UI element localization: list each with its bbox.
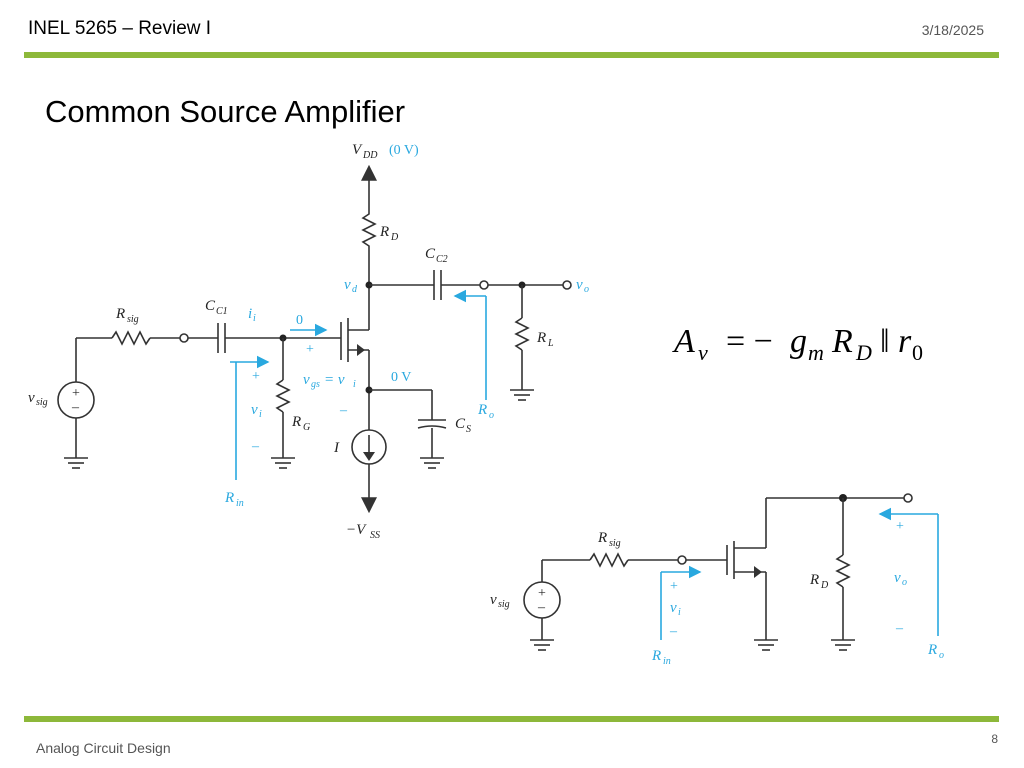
- vo2-label: v: [894, 570, 901, 586]
- eq-r0: r: [898, 323, 912, 360]
- current-source-label: I: [333, 440, 340, 456]
- rl-sub: L: [547, 338, 554, 349]
- vgs-label: v: [303, 372, 310, 388]
- cs-label: C: [455, 416, 466, 432]
- vss-label: −V: [346, 522, 367, 538]
- eq-a: A: [672, 323, 695, 360]
- cc2-sub: C2: [436, 254, 448, 265]
- rsig2-label: R: [597, 530, 607, 546]
- vsig2-plus: +: [538, 586, 546, 601]
- vo2-minus: –: [895, 621, 904, 636]
- eq-a-sub: v: [698, 340, 708, 365]
- vd-sub: d: [352, 284, 358, 295]
- vsig2-minus: –: [537, 600, 546, 615]
- cc1-sub: C1: [216, 306, 228, 317]
- eq-equals: = −: [726, 323, 773, 360]
- vo2-sub: o: [902, 577, 907, 588]
- rsig-sub: sig: [127, 314, 139, 325]
- vi-label: v: [251, 402, 258, 418]
- vd-label: v: [344, 277, 351, 293]
- ro-label: R: [477, 402, 487, 418]
- header-date: 3/18/2025: [921, 22, 984, 38]
- cc1-label: C: [205, 298, 216, 314]
- eq-r: R: [831, 323, 853, 360]
- ii-sub: i: [253, 313, 256, 324]
- rd2-label: R: [809, 572, 819, 588]
- ro-sub: o: [489, 410, 494, 421]
- zero-current: 0: [296, 313, 303, 328]
- bottom-divider: [24, 716, 999, 722]
- ro2-label: R: [927, 642, 937, 658]
- vi-sub: i: [259, 409, 262, 420]
- gate-plus: +: [306, 342, 314, 357]
- vi-plus: +: [252, 369, 260, 384]
- ro2-sub: o: [939, 650, 944, 661]
- eq-r-sub: D: [855, 340, 872, 365]
- rg-sub: G: [303, 422, 310, 433]
- eq-g: g: [790, 323, 807, 360]
- vsig-minus: –: [71, 400, 80, 415]
- vo-sub: o: [584, 284, 589, 295]
- eq-g-sub: m: [808, 340, 824, 365]
- rd2-sub: D: [820, 580, 829, 591]
- rsig-label: R: [115, 306, 125, 322]
- source-zero-v: 0 V: [391, 370, 411, 385]
- rg-label: R: [291, 414, 301, 430]
- rl-label: R: [536, 330, 546, 346]
- footer-course: Analog Circuit Design: [36, 740, 171, 756]
- vi2-label: v: [670, 600, 677, 616]
- vgs-sub: gs: [311, 379, 320, 390]
- vsig2-label: v: [490, 592, 497, 608]
- vi2-minus: –: [669, 624, 678, 639]
- vo2-plus: +: [896, 519, 904, 534]
- rin2-label: R: [651, 648, 661, 664]
- cs-sub: S: [466, 424, 471, 435]
- rin2-sub: in: [663, 656, 671, 667]
- gain-equation: A v = − g m R D ‖ r 0: [672, 323, 923, 365]
- vdd-sub: DD: [362, 150, 378, 161]
- cc2-label: C: [425, 246, 436, 262]
- vsig-label: v: [28, 390, 35, 406]
- vo-label: v: [576, 277, 583, 293]
- vsig2-sub: sig: [498, 599, 510, 610]
- rin-label: R: [224, 490, 234, 506]
- vi2-sub: i: [678, 607, 681, 618]
- vgs-eq-sub: i: [353, 379, 356, 390]
- vgs-minus: –: [339, 403, 348, 418]
- eq-r0-sub: 0: [912, 340, 923, 365]
- vgs-eq: = v: [324, 372, 345, 388]
- eq-parallel: ‖: [880, 323, 890, 360]
- vsig-sub: sig: [36, 397, 48, 408]
- main-schematic: V DD (0 V) R D C C2 v d v o R sig C C1 i…: [28, 142, 589, 541]
- vi2-plus: +: [670, 579, 678, 594]
- page-number: 8: [991, 732, 998, 746]
- ii-label: i: [248, 306, 252, 322]
- vi-minus: –: [251, 439, 260, 454]
- rd-label: R: [379, 224, 389, 240]
- rin-sub: in: [236, 498, 244, 509]
- rsig2-sub: sig: [609, 538, 621, 549]
- top-divider: [24, 52, 999, 58]
- small-signal-schematic: R sig v sig + – + v i – R in R D + v o –…: [490, 493, 944, 667]
- vdd-value: (0 V): [389, 143, 419, 158]
- vsig-plus: +: [72, 386, 80, 401]
- slide-title: Common Source Amplifier: [45, 94, 406, 129]
- rd-sub: D: [390, 232, 399, 243]
- header-title: INEL 5265 – Review I: [28, 18, 212, 39]
- vdd-label: V: [352, 142, 363, 158]
- vss-sub: SS: [370, 530, 380, 541]
